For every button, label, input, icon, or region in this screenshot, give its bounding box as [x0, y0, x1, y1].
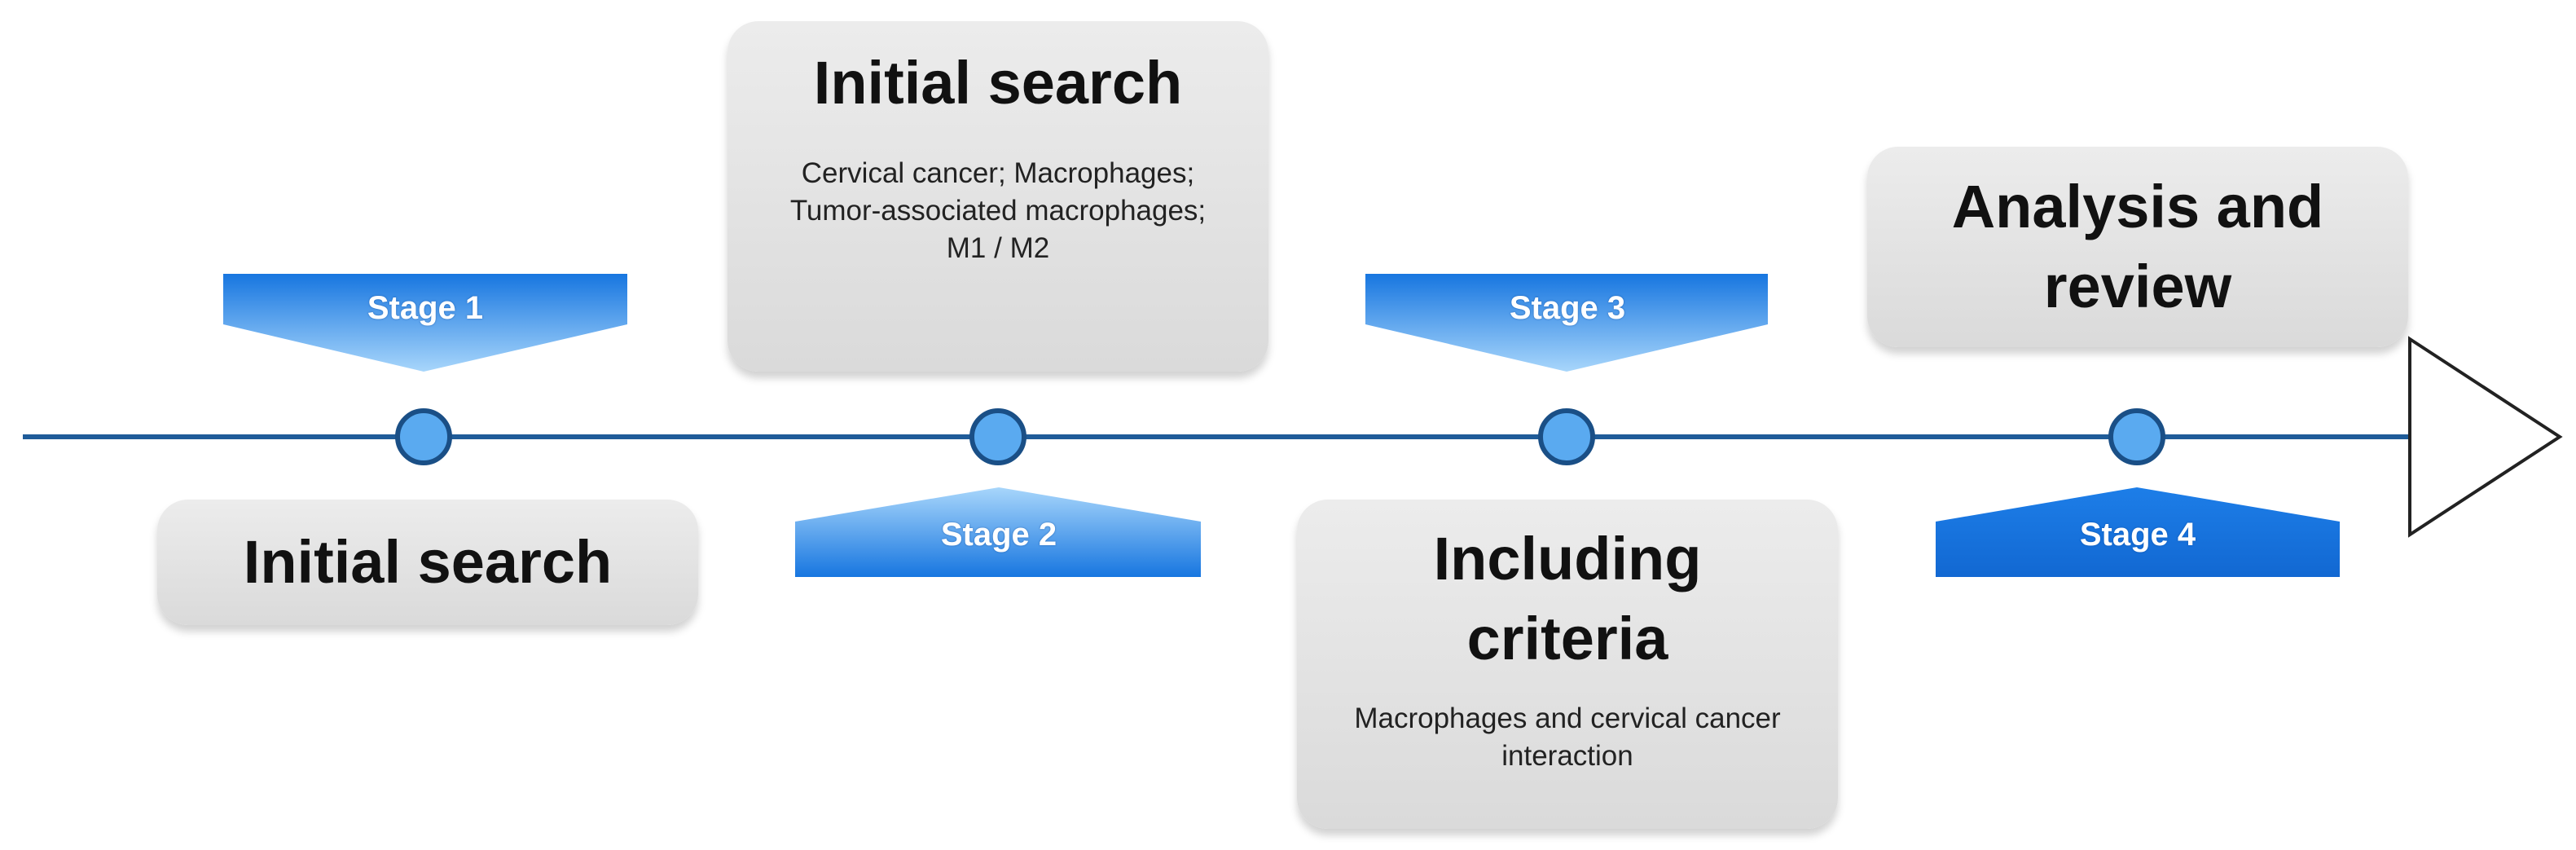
stage-3-box: Including criteria Macrophages and cervi…	[1297, 500, 1838, 829]
stage-3-node	[1538, 408, 1595, 465]
stage-1-banner	[223, 274, 627, 372]
stage-2-label: Stage 2	[940, 517, 1057, 553]
stage-3-detail: Macrophages and cervical cancer interact…	[1354, 702, 1781, 772]
stage-4-banner	[1936, 487, 2340, 577]
stage-2-banner	[795, 487, 1201, 577]
stage-4-title: Analysis and review	[1951, 173, 2324, 320]
stage-3-banner	[1365, 274, 1768, 372]
stage-4-box: Analysis and review	[1867, 147, 2408, 347]
stage-1-node	[395, 408, 452, 465]
stage-4-label: Stage 4	[2079, 517, 2196, 553]
stage-1-label: Stage 1	[367, 290, 484, 326]
stage-2-box: Initial search Cervical cancer; Macropha…	[728, 21, 1268, 372]
stage-2-title: Initial search	[813, 49, 1183, 117]
stage-3-title: Including criteria	[1433, 525, 1702, 672]
stage-1-title: Initial search	[243, 528, 613, 596]
stage-3-label: Stage 3	[1509, 290, 1626, 326]
stage-2-detail: Cervical cancer; Macrophages; Tumor-asso…	[789, 157, 1207, 264]
stage-4-node	[2108, 408, 2165, 465]
stage-1-box: Initial search	[157, 500, 698, 625]
timeline-arrowhead	[2408, 336, 2563, 538]
stage-2-node	[969, 408, 1026, 465]
